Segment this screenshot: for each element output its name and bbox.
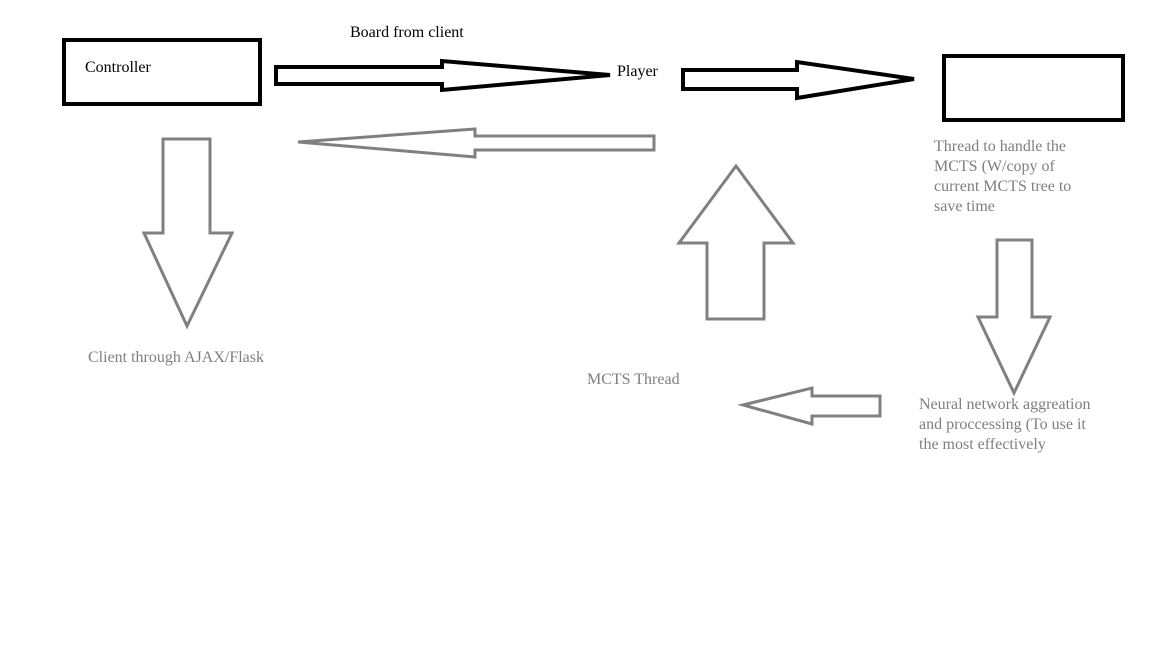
controller-box [62, 38, 262, 106]
arrow-controller-to-client [141, 137, 235, 330]
neural-network-line-1: Neural network aggreation [919, 396, 1091, 413]
neural-network-line-2: and proccessing (To use it [919, 416, 1086, 433]
empty-box [942, 54, 1125, 122]
neural-network-label: Neural network aggreation and proccessin… [919, 395, 1139, 455]
thread-handle-label: Thread to handle the MCTS (W/copy of cur… [934, 137, 1134, 217]
mcts-thread-label: MCTS Thread [587, 371, 680, 388]
thread-handle-line-1: Thread to handle the [934, 138, 1066, 155]
thread-handle-line-4: save time [934, 198, 995, 215]
thread-handle-line-3: current MCTS tree to [934, 178, 1072, 195]
client-ajax-label: Client through AJAX/Flask [88, 349, 265, 366]
arrow-thread-to-neural [975, 238, 1053, 397]
arrow-neural-to-mcts [737, 386, 882, 426]
arrow-mcts-to-player [676, 163, 796, 321]
board-from-client-label: Board from client [350, 24, 464, 41]
arrow-player-to-thread-box [681, 59, 915, 101]
neural-network-line-3: the most effectively [919, 436, 1046, 453]
arrow-controller-to-player [274, 58, 611, 93]
thread-handle-line-2: MCTS (W/copy of [934, 158, 1055, 175]
controller-label: Controller [85, 59, 151, 76]
arrow-player-to-controller [297, 127, 656, 159]
player-label: Player [617, 63, 658, 80]
